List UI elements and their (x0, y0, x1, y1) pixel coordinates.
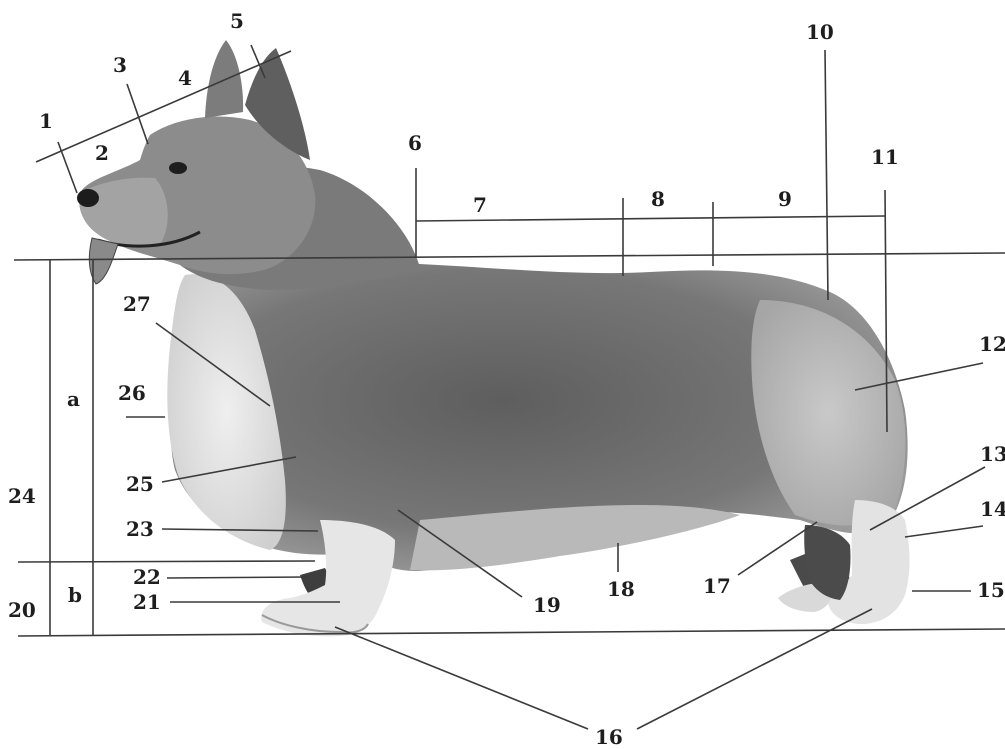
label-12: 12 (979, 332, 1005, 356)
pointer-1 (58, 142, 77, 193)
pointer-10 (825, 50, 828, 300)
label-7: 7 (473, 193, 487, 217)
label-21: 21 (133, 590, 161, 614)
label-11: 11 (871, 145, 899, 169)
label-13: 13 (980, 442, 1005, 466)
label-23: 23 (126, 517, 154, 541)
label-6: 6 (408, 131, 422, 155)
dog-ear-left (205, 40, 243, 118)
label-b: b (68, 583, 82, 607)
label-18: 18 (607, 577, 635, 601)
label-14: 14 (980, 497, 1005, 521)
label-24: 24 (8, 484, 36, 508)
label-2: 2 (95, 141, 109, 165)
label-4: 4 (178, 66, 192, 90)
label-20: 20 (8, 598, 36, 622)
ground-line (18, 629, 1005, 636)
dog-muzzle (79, 178, 167, 247)
pointer-16b (637, 609, 872, 729)
label-25: 25 (126, 472, 154, 496)
dog-eye (169, 162, 187, 174)
elbow-line (18, 561, 315, 562)
label-8: 8 (651, 187, 665, 211)
label-5: 5 (230, 9, 244, 33)
pointer-22 (167, 577, 308, 578)
label-16: 16 (595, 725, 623, 749)
label-22: 22 (133, 565, 161, 589)
label-10: 10 (806, 20, 834, 44)
dog-nose (77, 189, 99, 207)
label-a: a (67, 387, 80, 411)
label-27: 27 (123, 292, 151, 316)
pointer-16a (335, 627, 588, 729)
label-17: 17 (703, 574, 731, 598)
dog-illustration (77, 40, 910, 636)
label-19: 19 (533, 593, 561, 617)
label-1: 1 (39, 109, 53, 133)
label-15: 15 (977, 578, 1005, 602)
label-3: 3 (113, 53, 127, 77)
label-26: 26 (118, 381, 146, 405)
pointer-14 (905, 526, 983, 537)
label-9: 9 (778, 187, 792, 211)
